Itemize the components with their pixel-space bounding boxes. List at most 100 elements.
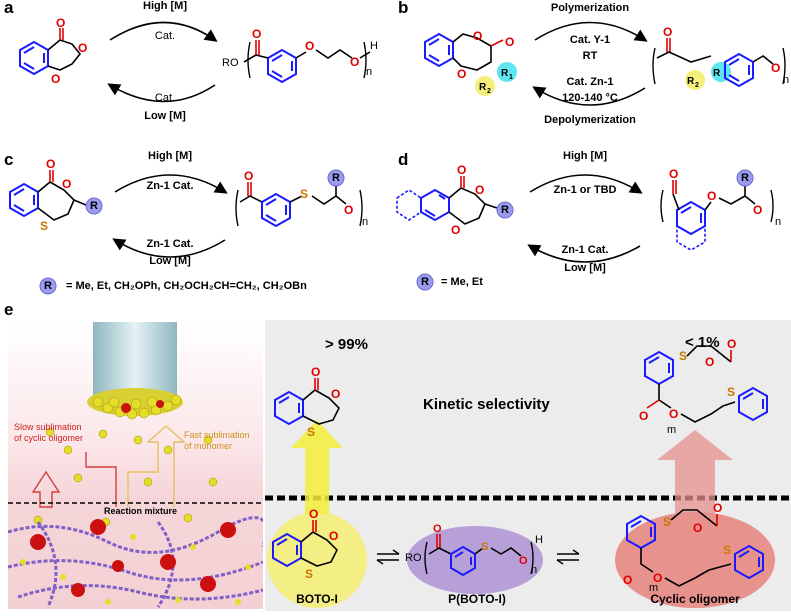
svg-text:S: S [307, 425, 315, 439]
monomer-structure-d: O O O [396, 163, 514, 237]
panel-label-d: d [398, 150, 409, 169]
svg-text:O: O [78, 41, 87, 55]
fast-sublimation-label: Fast sublimation of monomer [184, 430, 250, 451]
svg-text:O: O [705, 355, 714, 369]
r-legend-letter-c: R [44, 280, 52, 292]
svg-text:O: O [457, 67, 466, 81]
panel-d: O O O O O O [395, 150, 791, 300]
svg-text:S: S [679, 349, 687, 363]
polymer-structure-c: O S O [235, 169, 363, 228]
svg-text:S: S [40, 219, 48, 233]
svg-text:O: O [713, 501, 722, 515]
monomer-top-e: O O S [274, 365, 340, 439]
svg-text:S: S [663, 515, 671, 529]
end-group-ro-e: RO [405, 552, 422, 564]
panel-e-scheme: O O S O O S O [265, 320, 791, 611]
svg-text:O: O [693, 521, 702, 535]
monomer-name-label: BOTO-I [296, 592, 338, 606]
cold-finger [93, 322, 177, 400]
catalyst-bottom-a: Cat. [154, 92, 176, 104]
svg-text:O: O [344, 203, 353, 217]
svg-text:O: O [623, 573, 632, 587]
repeat-n-e: n [531, 564, 538, 576]
repeat-n-a: n [366, 66, 373, 78]
panel-d-graphic: O O O O O O [396, 163, 774, 291]
svg-text:O: O [519, 555, 528, 567]
svg-text:O: O [669, 167, 678, 181]
end-group-h-e: H [535, 534, 543, 546]
svg-text:O: O [473, 29, 482, 43]
monomer-structure-c: O O S [9, 157, 103, 233]
temp-top-b: RT [582, 50, 598, 62]
svg-text:R: R [687, 76, 695, 87]
svg-text:O: O [433, 523, 442, 535]
catalyst-top-c: Zn-1 Cat. [146, 180, 194, 192]
svg-text:O: O [311, 365, 320, 379]
catalyst-bottom-d: Zn-1 Cat. [561, 244, 609, 256]
repeat-n-c: n [362, 216, 369, 228]
condition-high-c: High [M] [148, 150, 192, 162]
equilibrium-arrows-2 [556, 549, 580, 565]
svg-text:S: S [305, 567, 313, 581]
svg-text:O: O [505, 35, 514, 49]
repeat-m-top-e: m [667, 424, 677, 436]
kinetic-selectivity-label: Kinetic selectivity [423, 396, 550, 413]
r-group-monomer-d: R [501, 204, 509, 216]
oligomer-top-e: S S O O O O [639, 337, 768, 423]
svg-text:1: 1 [509, 74, 513, 81]
svg-text:O: O [707, 189, 716, 203]
condition-high-a: High [M] [143, 0, 187, 12]
svg-text:O: O [639, 409, 648, 423]
polymer-structure-e: O S O [424, 523, 534, 577]
catalyst-bottom-c: Zn-1 Cat. [146, 238, 194, 250]
catalyst-bottom-b: Cat. Zn-1 [566, 76, 614, 88]
svg-text:O: O [451, 223, 460, 237]
svg-text:R: R [713, 68, 721, 79]
panel-a: O O O O O O High [M] Cat. Ca [0, 0, 395, 150]
svg-text:O: O [653, 571, 662, 585]
monomer-percentage: > 99% [325, 336, 368, 353]
svg-text:O: O [329, 529, 338, 543]
svg-text:O: O [62, 177, 71, 191]
temp-bottom-b: 120-140 °C [562, 92, 618, 104]
catalyst-top-a: Cat. [154, 30, 176, 42]
svg-text:O: O [305, 39, 314, 53]
catalyst-top-d: Zn-1 or TBD [553, 184, 617, 196]
svg-text:O: O [350, 55, 359, 69]
condition-high-d: High [M] [563, 150, 607, 162]
equilibrium-arrows-1 [376, 549, 400, 565]
end-group-h-a: H [370, 40, 378, 52]
svg-text:O: O [244, 169, 253, 183]
monomer-sublimation-arrow [291, 420, 343, 514]
title-depolymerization-b: Depolymerization [544, 114, 636, 126]
oligomer-percentage: < 1% [685, 334, 720, 351]
repeat-n-d: n [775, 216, 782, 228]
svg-text:O: O [727, 337, 736, 351]
r-group-polymer-c: R [332, 172, 340, 184]
r-legend-letter-d: R [421, 276, 429, 288]
oligomer-name-label: Cyclic oligomer [650, 592, 740, 606]
svg-text:O: O [771, 61, 780, 75]
svg-text:R: R [479, 82, 487, 93]
svg-text:S: S [723, 543, 731, 557]
reaction-mixture-label: Reaction mixture [104, 506, 178, 516]
r-definition-c: = Me, Et, CH₂OPh, CH₂OCH₂CH=CH₂, CH₂OBn [66, 280, 307, 292]
svg-text:S: S [481, 541, 488, 553]
slow-sublimation-label: Slow sublimation of cyclic oligomer [14, 422, 84, 443]
svg-text:2: 2 [695, 82, 699, 89]
polymer-structure-a: O O O [243, 27, 371, 84]
panel-label-c: c [4, 150, 14, 169]
r-legend-badge-d [416, 273, 434, 291]
svg-text:O: O [663, 25, 672, 39]
repeat-n-b: n [783, 74, 790, 86]
svg-text:O: O [753, 203, 762, 217]
condition-low-a: Low [M] [144, 110, 186, 122]
svg-text:O: O [51, 72, 60, 86]
sublimation-illustration: Slow sublimation of cyclic oligomer Fast… [7, 322, 268, 609]
svg-text:2: 2 [487, 88, 491, 95]
panel-c: O O S O S O [0, 150, 395, 300]
